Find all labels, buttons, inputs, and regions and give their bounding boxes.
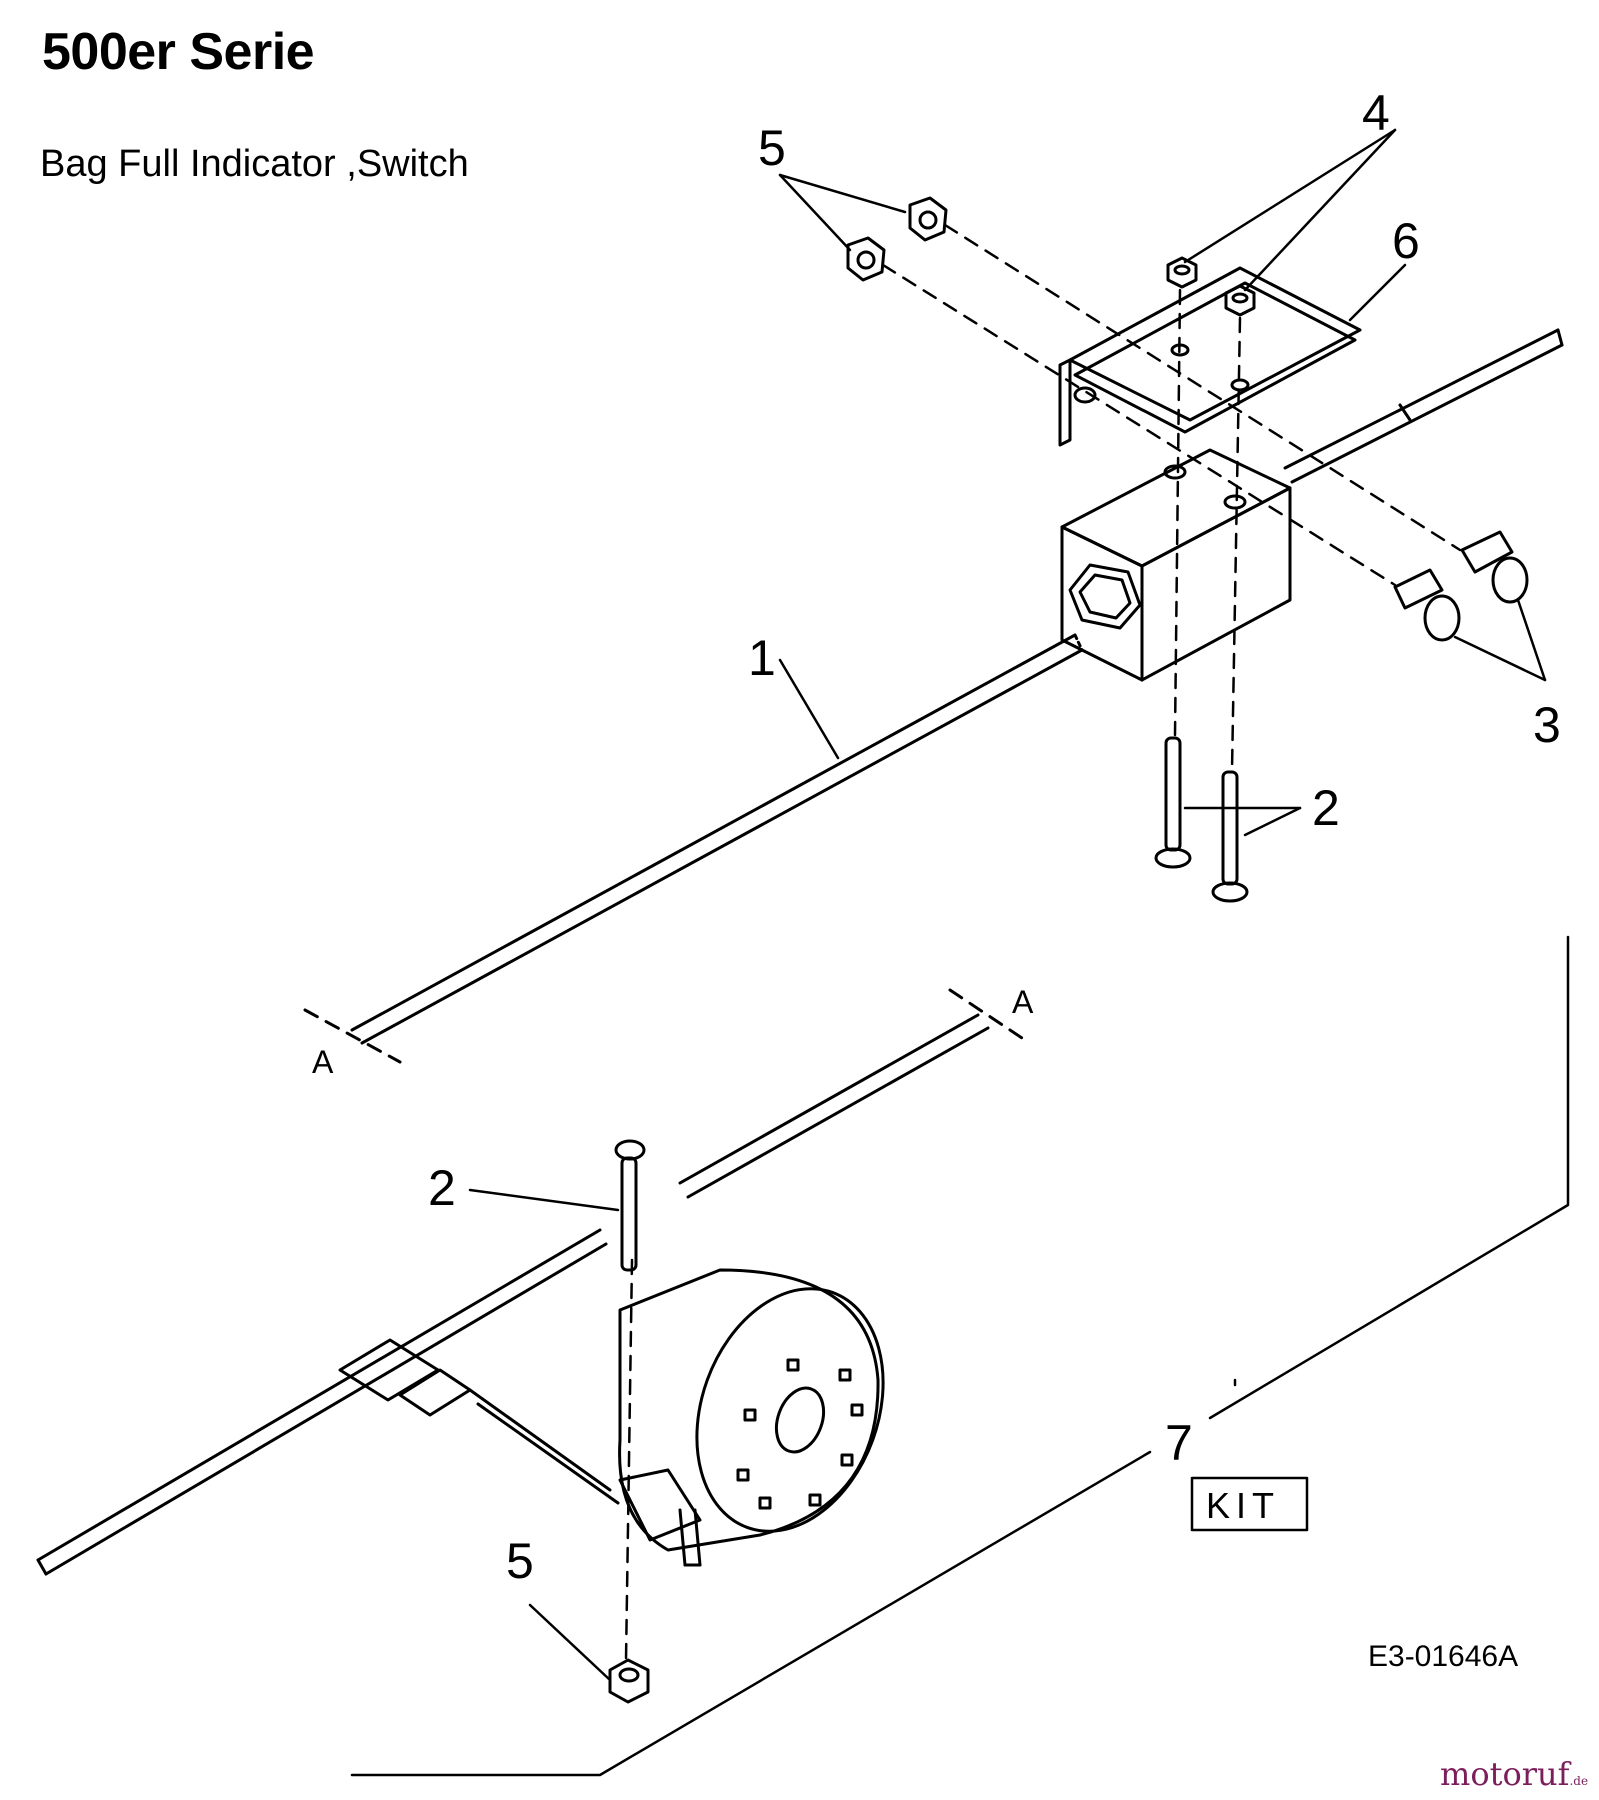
kit-box bbox=[1190, 1476, 1309, 1532]
section-mark-left: A bbox=[312, 1044, 334, 1080]
nut-small-2 bbox=[1224, 284, 1256, 317]
callout-3: 3 bbox=[1533, 697, 1561, 753]
logo-text: motoruf bbox=[1440, 1755, 1570, 1793]
section-break-upper bbox=[303, 988, 1027, 1064]
callout-4: 4 bbox=[1362, 85, 1390, 141]
callout-2-lower: 2 bbox=[428, 1160, 456, 1216]
diagram-subtitle: Bag Full Indicator ,Switch bbox=[40, 143, 469, 185]
kit-boundary bbox=[350, 935, 1570, 1777]
assembly-lines bbox=[624, 223, 1462, 1662]
nut-lower bbox=[608, 1658, 650, 1704]
indicator-buzzer bbox=[338, 1268, 885, 1567]
callout-6: 6 bbox=[1392, 213, 1420, 269]
drawing-code: E3-01646A bbox=[1368, 1640, 1519, 1673]
screw-upper-2 bbox=[1211, 770, 1249, 903]
callout-5-lower: 5 bbox=[506, 1533, 534, 1589]
section-mark-right: A bbox=[1012, 984, 1034, 1020]
page-title: 500er Serie bbox=[42, 23, 315, 81]
nut-upper-1 bbox=[908, 196, 948, 242]
brand-logo[interactable]: motoruf.de bbox=[1440, 1755, 1588, 1793]
kit-label: KIT bbox=[1206, 1485, 1280, 1526]
bolt-2 bbox=[1393, 568, 1461, 642]
callout-1: 1 bbox=[748, 630, 776, 686]
cable-lower bbox=[36, 1013, 990, 1576]
screw-upper-1 bbox=[1154, 736, 1192, 869]
callout-2-upper: 2 bbox=[1312, 780, 1340, 836]
bolt-1 bbox=[1460, 530, 1529, 604]
callout-5-upper: 5 bbox=[758, 120, 786, 176]
cable-upper bbox=[350, 328, 1564, 1045]
nut-upper-2 bbox=[846, 236, 886, 282]
nut-small-1 bbox=[1166, 256, 1198, 289]
screw-lower bbox=[614, 1139, 646, 1272]
logo-suffix: .de bbox=[1569, 1774, 1589, 1788]
leader-lines bbox=[468, 128, 1547, 1682]
switch-housing bbox=[1060, 448, 1292, 682]
callout-7: 7 bbox=[1165, 1415, 1193, 1471]
mounting-bracket bbox=[1058, 266, 1362, 447]
